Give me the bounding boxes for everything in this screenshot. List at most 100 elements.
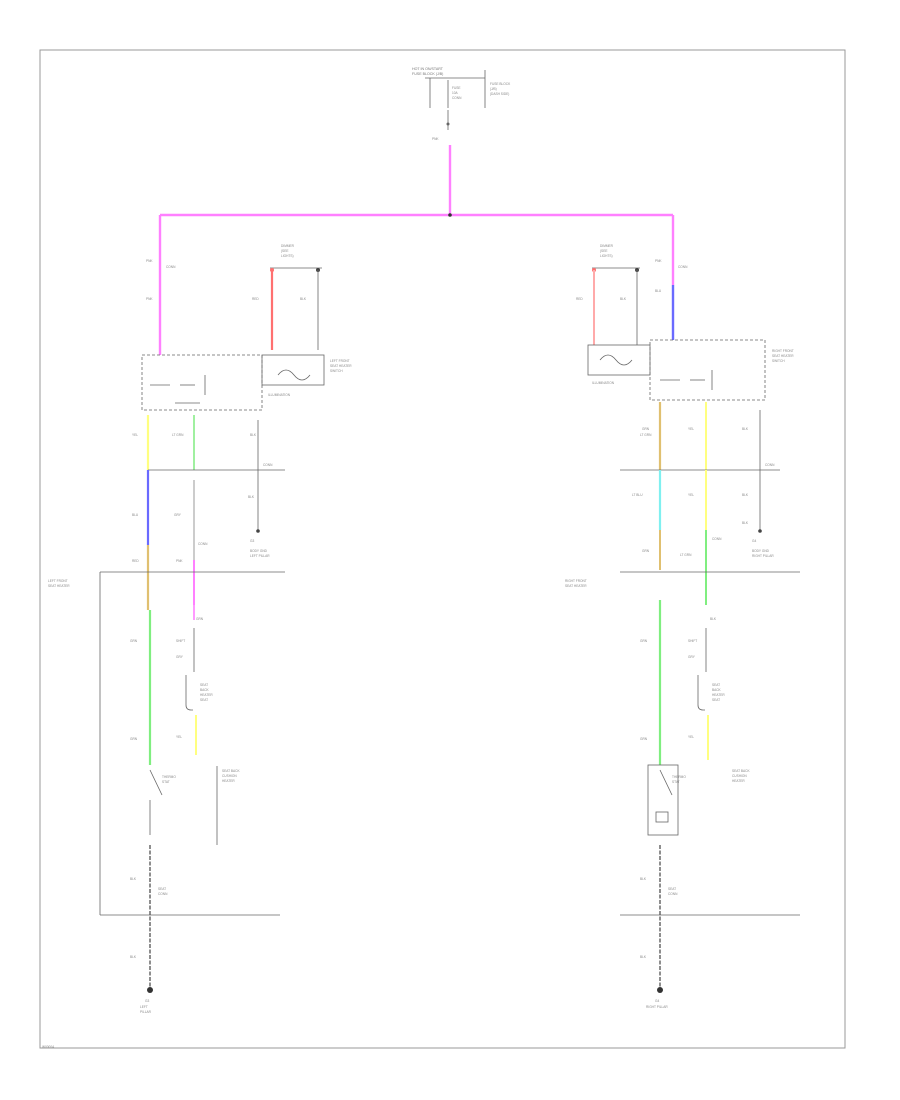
left-ground-ref-2: LEFT PILLAR [250,554,270,558]
right-seat-1: SEAT HEATER [565,584,587,588]
right-dimmer: DIMMER (SEE LIGHTS) RED BLK [576,244,640,345]
right-seat-0: RIGHT FRONT [565,579,587,583]
right-switch: ILLUMINATION RIGHT FRONT SEAT HEATER SWI… [587,339,794,401]
left-bottom-1: SEAT [158,887,166,891]
left-thermo-0: THERMO [162,775,176,779]
left-bottom-3: BLK [130,955,137,959]
right-bottom-3: BLK [640,955,647,959]
left-element-3: SEAT [200,698,208,702]
left-dimmer-wire-red: RED [252,297,259,301]
right-mid-2: BLK [742,427,749,431]
right-mid-0: GRN [642,427,650,431]
right-mid-3: CONN [765,463,775,467]
right-ground-ref-1: BODY GND [752,549,770,553]
left-bottom-0: BLK [130,877,137,881]
left-ground-2: PILLAR [140,1010,152,1014]
right-dimmer-wire-red: RED [576,297,583,301]
right-illum: ILLUMINATION [592,381,615,385]
right-cushion-0: SEAT BACK [732,769,750,773]
left-cushion-1: CUSHION [222,774,237,778]
right-dimmer-2: LIGHTS) [600,254,613,258]
right-bottom-0: BLK [640,877,647,881]
left-cushion-2: HEATER [222,779,235,783]
left-mid-6: GRY [174,513,182,517]
top-wire-label: PNK [432,137,439,141]
right-element-0: SEAT [712,683,720,687]
fuse-note-1: (J/B) [490,87,497,91]
left-switch-0: LEFT FRONT [330,359,350,363]
left-seat-1: SEAT HEATER [48,584,70,588]
footer-code: W0000A [42,1045,55,1049]
left-ground-ref-1: BODY GND [250,549,268,553]
right-dimmer-1: (SEE [600,249,607,253]
left-mid-7: BLK [248,495,255,499]
fuse-label-2: FUSE [452,86,461,90]
right-lower-2: GRN [640,737,648,741]
right-mid-8: YEL [688,427,694,431]
left-switch: ILLUMINATION LEFT FRONT SEAT HEATER SWIT… [141,354,352,411]
left-mid-1: LT GRN [172,433,184,437]
left-tee-2: PNK [146,297,153,301]
left-dimmer: DIMMER (SEE LIGHTS) RED BLK [252,244,322,350]
right-element-3: SEAT [712,698,720,702]
right-ground-0: G4 [655,999,659,1003]
left-lower-4: YEL [176,735,182,739]
right-mid-9: CONN [712,537,722,541]
left-element-1: BACK [200,688,210,692]
right-ground-1: RIGHT PILLAR [646,1005,668,1009]
right-seat-heater: RIGHT FRONT SEAT HEATER GRN SHIFT GRN GR… [565,571,800,1009]
right-lower-0: GRN [640,639,648,643]
left-lower-0: GRN [130,639,138,643]
right-switch-0: RIGHT FRONT [772,349,794,353]
right-mid-1: LT GRN [640,433,652,437]
fuse-note-2: (DASH SIDE) [490,92,509,96]
diagram-frame [39,49,846,1049]
right-mid-7: GRN [642,549,650,553]
fuse-label-1: FUSE BLOCK (J/B) [412,72,443,76]
left-mid-8: CONN [198,542,208,546]
fuse-block: HOT IN ON/START FUSE BLOCK (J/B) FUSE 10… [412,67,511,141]
fuse-label-0: HOT IN ON/START [412,67,444,71]
left-element-2: HEATER [200,693,213,697]
left-bottom-2: CONN [158,892,168,896]
left-tee-0: PNK [146,259,153,263]
right-mid-12: BLK [710,617,717,621]
left-lower-3: GRY [176,655,184,659]
left-thermo-1: STAT [162,780,170,784]
right-mid-6: YEL [688,493,694,497]
fuse-label-4: CONN [452,96,462,100]
left-ground-1: LEFT [140,1005,148,1009]
fuse-note-0: FUSE BLOCK [490,82,511,86]
right-lower-3: GRY [688,655,696,659]
right-tee-2: BLU [655,289,662,293]
right-cushion-2: HEATER [732,779,745,783]
left-switch-1: SEAT HEATER [330,364,352,368]
left-mid-0: YEL [132,433,138,437]
left-mid-10: GRN [196,617,204,621]
right-mid-wiring: GRN LT GRN BLK CONN BLK LT BLU YEL GRN Y… [620,402,780,621]
right-mid-10: BLK [742,521,749,525]
left-ground-0: G3 [145,999,149,1003]
left-switch-2: SWITCH [330,369,343,373]
left-dimmer-1: (SEE [281,249,288,253]
left-mid-4: BLU [132,513,139,517]
right-tee-1: CONN [678,265,688,269]
right-thermo-0: THERMO [672,775,686,779]
supply-bus: PNK CONN PNK PNK CONN BLU [146,145,688,355]
right-bottom-2: CONN [668,892,678,896]
left-seat-0: LEFT FRONT [48,579,68,583]
right-cushion-1: CUSHION [732,774,747,778]
left-ground-ref-0: G3 [250,539,254,543]
left-mid-2: BLK [250,433,257,437]
left-lower-2: GRN [130,737,138,741]
left-lower-1: SHIFT [176,639,185,643]
left-tee-1: CONN [166,265,176,269]
left-dimmer-2: LIGHTS) [281,254,294,258]
left-seat-heater: LEFT FRONT SEAT HEATER GRN SHIFT GRN GRY… [48,571,285,1014]
left-mid-5: RED [132,559,139,563]
right-mid-11: LT GRN [680,553,692,557]
right-element-2: HEATER [712,693,725,697]
right-bottom-1: SEAT [668,887,676,891]
right-element-1: BACK [712,688,722,692]
